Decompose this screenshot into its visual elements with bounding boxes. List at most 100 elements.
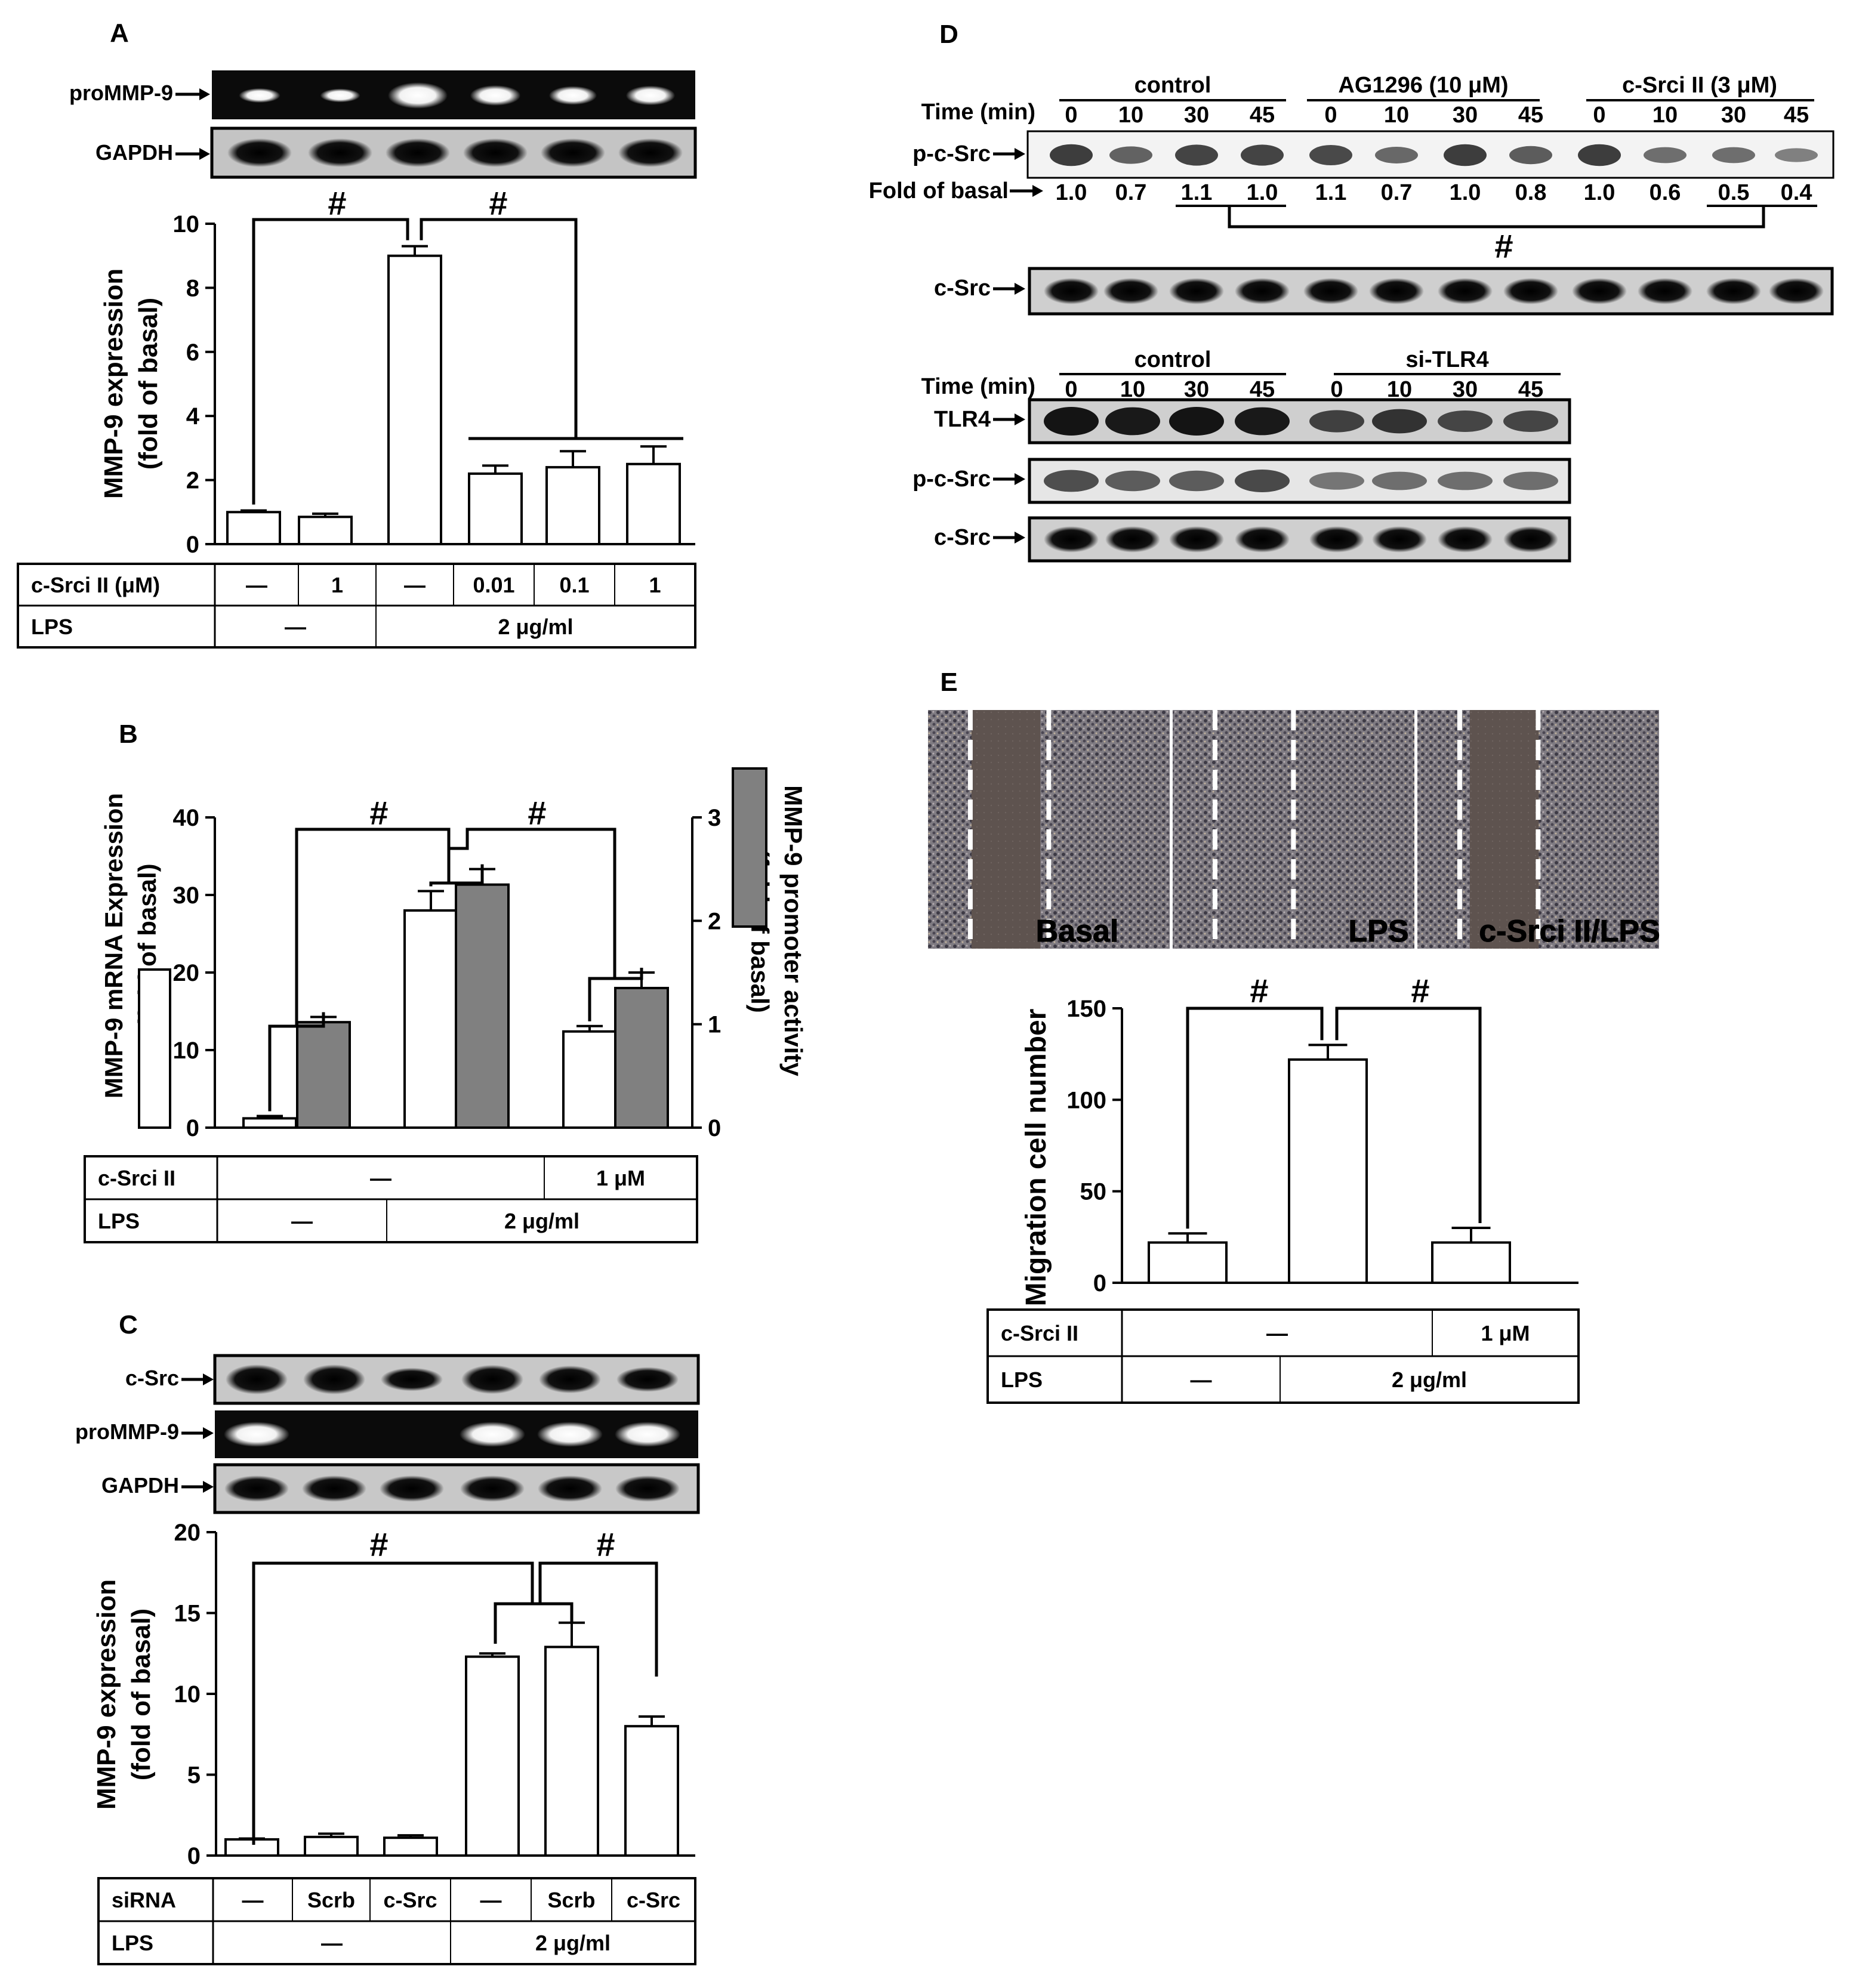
blot-band — [463, 138, 528, 167]
bar — [403, 909, 458, 1129]
gel-band — [470, 85, 521, 106]
blot-band — [1169, 470, 1224, 492]
bar-secondary — [455, 883, 510, 1129]
y-axis-label-line: MMP-9 expression — [92, 1579, 121, 1810]
y-tick-label: 20 — [174, 1520, 201, 1546]
blot-band — [616, 1367, 679, 1392]
table-row-label: c-Srci II (μM) — [31, 573, 160, 597]
significance-mark: # — [328, 184, 346, 222]
group-bracket — [494, 1602, 574, 1644]
y-tick-label: 30 — [173, 882, 200, 909]
blot-band — [1103, 278, 1158, 304]
bar — [562, 1030, 617, 1129]
panel-c-blot-label-2: GAPDH — [101, 1473, 179, 1498]
y-axis-label-line: (fold of basal) — [134, 298, 163, 470]
blot-band — [1509, 146, 1552, 165]
y2-tick-label: 2 — [708, 908, 721, 934]
table-cell: Scrb — [547, 1888, 595, 1912]
legend-swatch-gray — [732, 767, 767, 928]
arrow-icon — [1032, 185, 1043, 197]
fold-value: 0.8 — [1515, 180, 1547, 205]
table-cell: — — [285, 615, 306, 639]
blot-label: TLR4 — [934, 407, 991, 432]
blot-band — [1572, 278, 1627, 304]
y-axis-label-line: MMP-9 expression — [99, 268, 128, 499]
significance-bracket — [1335, 1007, 1482, 1223]
blot-band — [615, 1475, 680, 1502]
bar — [383, 1836, 438, 1857]
blot-label: p-c-Src — [912, 467, 991, 492]
blot-band — [1372, 409, 1427, 434]
time-value: 0 — [1593, 103, 1605, 128]
panel-a-gel-bands — [239, 82, 676, 109]
arrow-icon — [203, 1427, 214, 1439]
blot-band — [1044, 526, 1099, 552]
blot-band — [541, 138, 605, 167]
time-value: 10 — [1384, 103, 1409, 128]
blot-band — [1638, 278, 1692, 304]
blot-label: c-Src — [934, 276, 991, 301]
significance-mark: # — [1411, 972, 1429, 1010]
time-value: 45 — [1518, 103, 1543, 128]
panel-a-letter: A — [110, 18, 129, 48]
time-label: Time (min) — [921, 100, 1035, 125]
y2-tick-label: 0 — [708, 1115, 721, 1141]
significance-bracket — [538, 1561, 658, 1677]
blot-band — [1309, 526, 1364, 552]
significance-bracket — [1228, 207, 1765, 229]
y-tick-label: 0 — [1093, 1270, 1106, 1296]
table-cell: 1 μM — [596, 1166, 645, 1190]
time-value: 45 — [1250, 377, 1275, 402]
y-tick-label: 0 — [187, 1843, 201, 1869]
table-cell: Scrb — [307, 1888, 355, 1912]
gel-band — [537, 1422, 603, 1447]
bar — [224, 1838, 279, 1857]
table-cell: 1 μM — [1481, 1321, 1530, 1345]
arrow-icon — [199, 88, 210, 100]
bar — [387, 254, 442, 545]
table-row-label: c-Srci II — [98, 1166, 175, 1190]
significance-mark: # — [369, 1526, 388, 1563]
blot-band — [380, 1475, 444, 1502]
blot-band — [1578, 144, 1621, 166]
time-value: 10 — [1652, 103, 1678, 128]
blot-band — [538, 1475, 602, 1502]
blot-band — [1503, 410, 1558, 432]
fold-value: 1.1 — [1315, 180, 1347, 205]
table-cell: 2 μg/ml — [535, 1931, 611, 1955]
fold-label: Fold of basal — [869, 178, 1009, 203]
arrow-icon — [1015, 283, 1025, 295]
blot-band — [1309, 410, 1364, 433]
blot-band — [1044, 470, 1099, 492]
table-row-label: LPS — [31, 615, 73, 639]
table-cell: c-Src — [627, 1888, 680, 1912]
group-header: AG1296 (10 μM) — [1338, 73, 1508, 98]
fold-value: 0.5 — [1718, 180, 1750, 205]
fold-value: 1.0 — [1584, 180, 1615, 205]
table-row-label: siRNA — [112, 1888, 176, 1912]
gel-band — [615, 1422, 680, 1447]
fold-value: 0.7 — [1381, 180, 1413, 205]
time-value: 30 — [1453, 377, 1478, 402]
time-value: 45 — [1250, 103, 1275, 128]
fold-value: 1.0 — [1450, 180, 1481, 205]
blot-band — [1241, 144, 1284, 166]
blot-band — [1169, 526, 1224, 552]
blot-band — [226, 1365, 288, 1394]
time-value: 0 — [1324, 103, 1337, 128]
blot-label: p-c-Src — [912, 141, 991, 166]
table-row-label: LPS — [1001, 1367, 1043, 1392]
arrow-icon — [1015, 473, 1025, 485]
significance-mark: # — [1494, 227, 1513, 265]
fold-value: 0.4 — [1781, 180, 1812, 205]
blot-band — [1235, 407, 1290, 436]
gel-band — [460, 1422, 525, 1447]
group-header: si-TLR4 — [1405, 347, 1488, 372]
significance-mark: # — [596, 1526, 615, 1563]
y-tick-label: 8 — [186, 275, 199, 301]
panel-e-letter: E — [940, 668, 957, 697]
